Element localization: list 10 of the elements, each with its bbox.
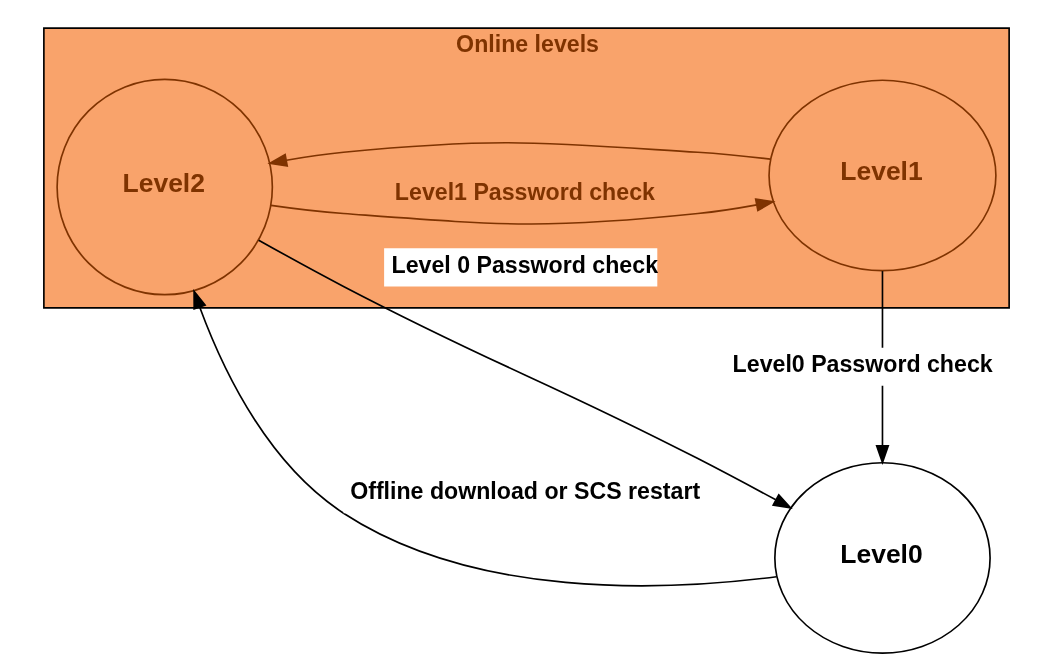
arrow	[192, 289, 777, 587]
arrow	[269, 198, 775, 225]
edge-label: Offline download or SCS restart	[349, 478, 700, 505]
arrow	[266, 141, 771, 167]
edge-label: Level0 Password check	[732, 351, 993, 377]
edge-label: Level1 Password check	[394, 178, 655, 205]
arrow	[257, 239, 793, 510]
edge-label: Level 0 Password check	[391, 251, 658, 278]
node-ellipse: Level1	[767, 79, 997, 272]
node-circle: Level2	[55, 78, 273, 296]
